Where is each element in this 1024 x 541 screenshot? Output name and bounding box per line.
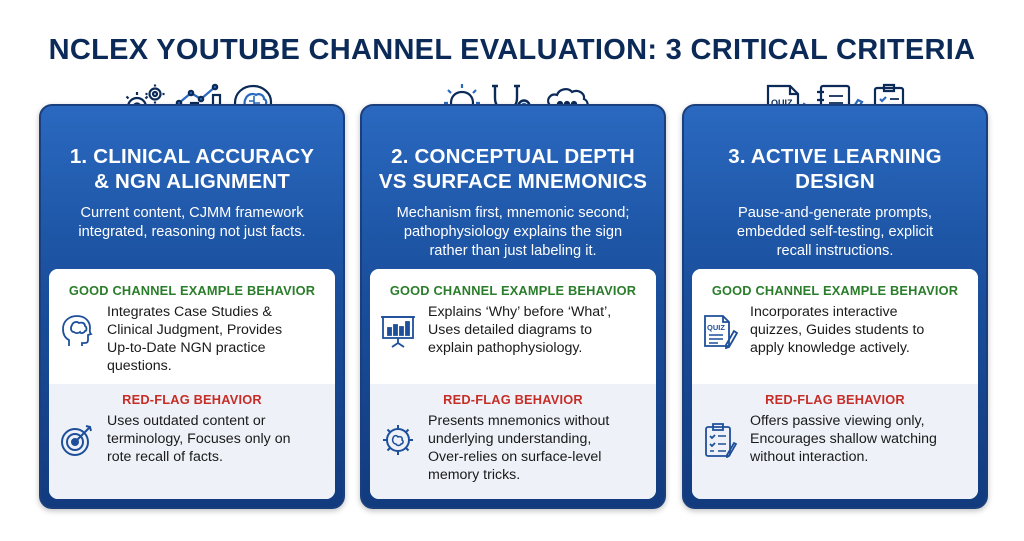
red-flag-heading: RED-FLAG BEHAVIOR (443, 392, 583, 407)
text-line: Integrates Case Studies & (107, 304, 272, 320)
good-behavior-text: Explains ‘Why’ before ‘What’, Uses detai… (428, 303, 650, 357)
card-title: 1. CLINICAL ACCURACY & NGN ALIGNMENT (41, 144, 343, 194)
red-flag-text: Uses outdated content or terminology, Fo… (107, 412, 329, 466)
good-behavior-text: Incorporates interactive quizzes, Guides… (750, 303, 972, 357)
good-behavior-section: GOOD CHANNEL EXAMPLE BEHAVIOR Explains ‘… (370, 269, 656, 384)
red-flag-heading: RED-FLAG BEHAVIOR (122, 392, 262, 407)
text-line: rote recall of facts. (107, 449, 223, 465)
text-line: Uses outdated content or (107, 413, 266, 429)
text-line: explain pathophysiology. (428, 340, 583, 356)
gear-brain-icon (383, 425, 413, 455)
good-behavior-section: GOOD CHANNEL EXAMPLE BEHAVIOR Integrates… (49, 269, 335, 384)
quiz-document-icon-label: QUIZ (771, 98, 793, 108)
text-line: Offers passive viewing only, (750, 413, 925, 429)
text-line: underlying understanding, (428, 431, 592, 447)
behavior-panel: GOOD CHANNEL EXAMPLE BEHAVIOR Explains ‘… (370, 269, 656, 499)
page-title: NCLEX YOUTUBE CHANNEL EVALUATION: 3 CRIT… (48, 34, 976, 66)
card-description-line: Current content, CJMM framework (80, 205, 304, 221)
card-title-line: 2. CONCEPTUAL DEPTH (391, 145, 635, 168)
card-title-line: VS SURFACE MNEMONICS (378, 170, 648, 193)
card-description-line: embedded self-testing, explicit (736, 224, 934, 240)
card-title-line: 3. ACTIVE LEARNING (728, 145, 942, 168)
text-line: Up-to-Date NGN practice (107, 340, 266, 356)
red-flag-heading: RED-FLAG BEHAVIOR (765, 392, 905, 407)
quiz-icon: QUIZ (704, 315, 738, 349)
text-line: terminology, Focuses only on (107, 431, 291, 447)
text-line: memory tricks. (428, 467, 521, 483)
red-flag-section: RED-FLAG BEHAVIOR Offers passive viewing… (692, 384, 978, 499)
card-description-line: recall instructions. (776, 243, 894, 259)
card-title-line: DESIGN (795, 170, 875, 193)
red-flag-text: Presents mnemonics without underlying un… (428, 412, 650, 484)
card-title-line: 1. CLINICAL ACCURACY (69, 145, 315, 168)
text-line: Explains ‘Why’ before ‘What’, (428, 304, 612, 320)
criterion-card-2: 2. CONCEPTUAL DEPTH VS SURFACE MNEMONICS… (360, 104, 666, 509)
text-line: quizzes, Guides students to (750, 322, 925, 338)
red-flag-text: Offers passive viewing only, Encourages … (750, 412, 972, 466)
card-title: 2. CONCEPTUAL DEPTH VS SURFACE MNEMONICS (362, 144, 664, 194)
text-line: Over-relies on surface-level (428, 449, 602, 465)
text-line: apply knowledge actively. (750, 340, 910, 356)
presentation-chart-icon (381, 316, 415, 348)
text-line: Encourages shallow watching (750, 431, 937, 447)
quiz-icon-label: QUIZ (707, 323, 725, 332)
card-description: Pause-and-generate prompts, embedded sel… (696, 204, 974, 261)
text-line: Incorporates interactive (750, 304, 898, 320)
good-behavior-section: GOOD CHANNEL EXAMPLE BEHAVIOR QUIZ Incor… (692, 269, 978, 384)
card-description: Mechanism first, mnemonic second; pathop… (374, 204, 652, 261)
red-flag-section: RED-FLAG BEHAVIOR Presents mnemonics wit… (370, 384, 656, 499)
card-description-line: integrated, reasoning not just facts. (78, 224, 306, 240)
text-line: Presents mnemonics without (428, 413, 610, 429)
red-flag-section: RED-FLAG BEHAVIOR Uses outdated content … (49, 384, 335, 499)
good-behavior-heading: GOOD CHANNEL EXAMPLE BEHAVIOR (389, 283, 637, 298)
text-line: Uses detailed diagrams to (428, 322, 593, 338)
text-line: without interaction. (750, 449, 869, 465)
card-description-line: Pause-and-generate prompts, (738, 205, 932, 221)
target-icon (61, 425, 92, 456)
good-behavior-heading: GOOD CHANNEL EXAMPLE BEHAVIOR (68, 283, 316, 298)
card-title: 3. ACTIVE LEARNING DESIGN (684, 144, 986, 194)
card-description-line: Mechanism first, mnemonic second; (396, 205, 630, 221)
card-description-line: rather than just labeling it. (429, 243, 597, 259)
criterion-card-3: 3. ACTIVE LEARNING DESIGN Pause-and-gene… (682, 104, 988, 509)
behavior-panel: GOOD CHANNEL EXAMPLE BEHAVIOR QUIZ Incor… (692, 269, 978, 499)
text-line: Clinical Judgment, Provides (107, 322, 283, 338)
card-description: Current content, CJMM framework integrat… (53, 204, 331, 242)
text-line: questions. (107, 358, 172, 374)
brain-head-icon (62, 315, 93, 346)
good-behavior-text: Integrates Case Studies & Clinical Judgm… (107, 303, 329, 375)
behavior-panel: GOOD CHANNEL EXAMPLE BEHAVIOR Integrates… (49, 269, 335, 499)
clipboard-checklist-icon (705, 423, 738, 458)
card-title-line: & NGN ALIGNMENT (94, 170, 290, 193)
good-behavior-heading: GOOD CHANNEL EXAMPLE BEHAVIOR (711, 283, 959, 298)
card-description-line: pathophysiology explains the sign (403, 224, 623, 240)
criterion-card-1: 1. CLINICAL ACCURACY & NGN ALIGNMENT Cur… (39, 104, 345, 509)
